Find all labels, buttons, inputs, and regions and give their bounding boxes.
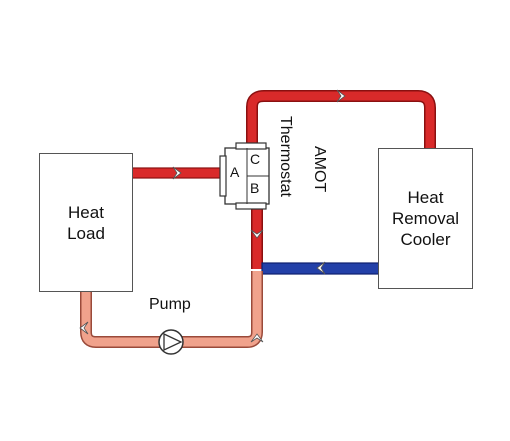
flow-arrow-cold: [316, 261, 326, 275]
cooler-label-line1: Heat: [407, 188, 444, 207]
port-b-label: B: [250, 180, 260, 196]
thermostat-valve: [219, 142, 270, 210]
flow-arrow-top: [336, 89, 346, 103]
cooler-label-line2: Removal: [391, 209, 460, 228]
pump-icon: [158, 329, 184, 355]
heat-load-label-line1: Heat: [68, 203, 104, 222]
flow-arrow-hot-in: [172, 166, 182, 180]
pump-label: Pump: [149, 296, 191, 313]
port-a-label: A: [230, 164, 240, 180]
cooler-label-line3: Cooler: [400, 230, 451, 249]
heat-removal-cooler-box: Heat Removal Cooler: [378, 148, 473, 289]
thermostat-label: Thermostat: [277, 116, 294, 197]
amot-label: AMOT: [311, 146, 328, 193]
port-c-label: C: [250, 151, 261, 167]
flow-arrow-down: [250, 229, 264, 239]
flow-arrow-return-up: [250, 333, 264, 343]
flow-arrow-return-left: [79, 321, 89, 335]
heat-load-box: Heat Load: [39, 153, 133, 292]
heat-load-label-line2: Load: [67, 224, 105, 243]
